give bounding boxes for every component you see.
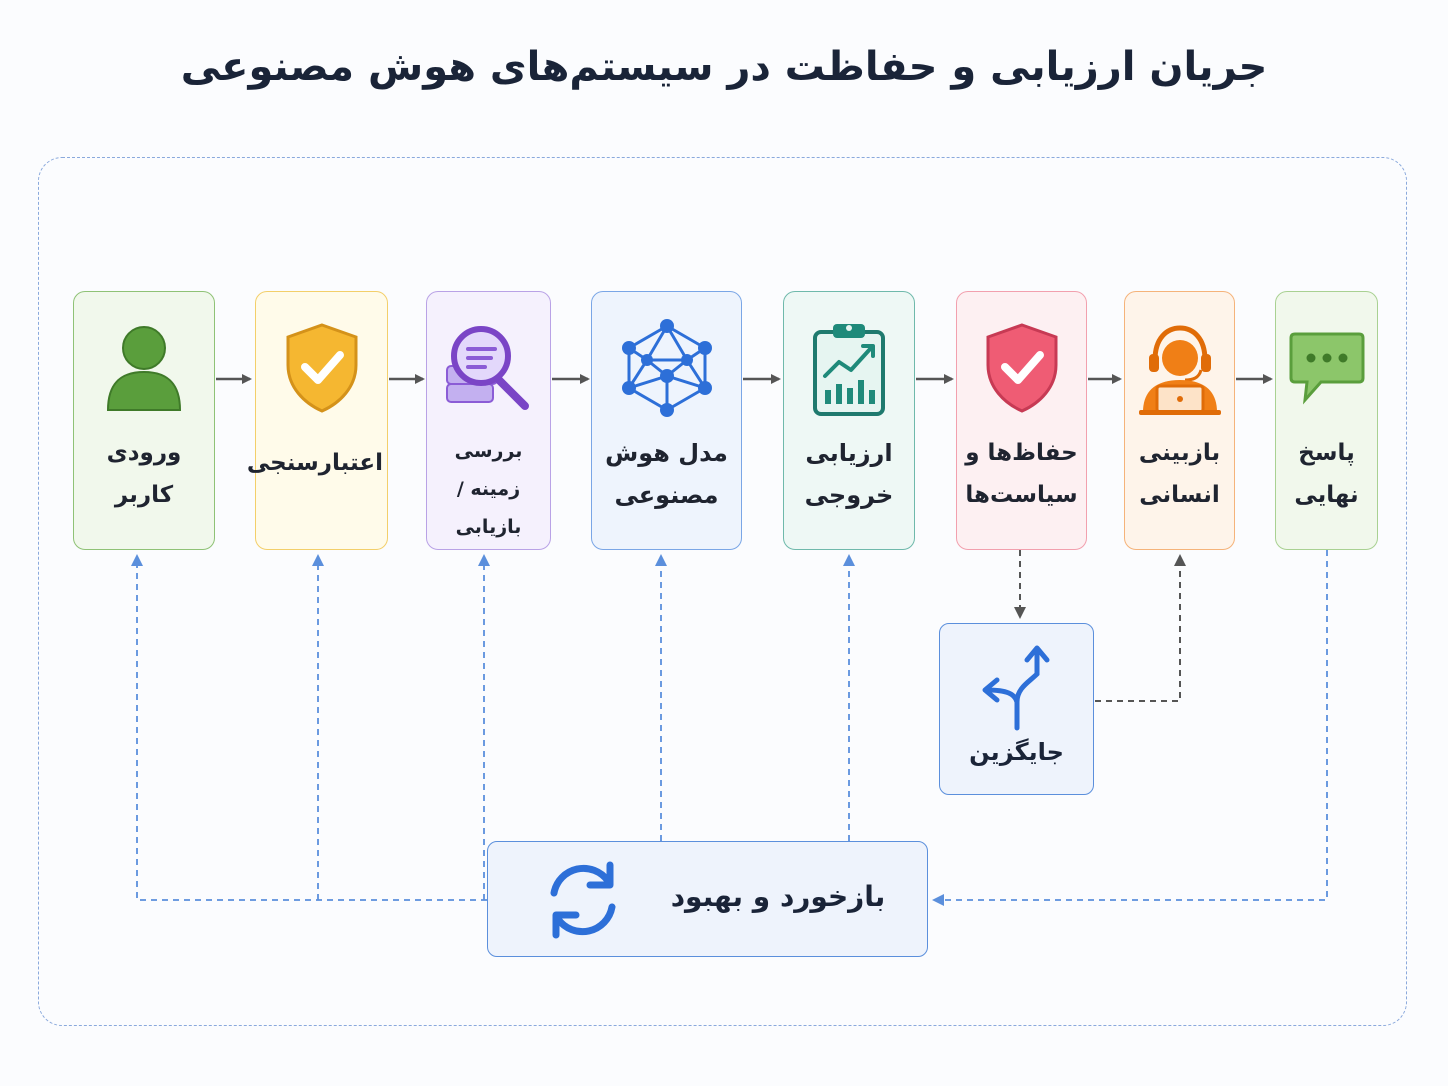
feedback-label: بازخورد و بهبود	[670, 880, 886, 913]
alternative-label: جایگزین	[969, 738, 1064, 766]
step-label-line1: حفاظ‌ها و	[965, 440, 1078, 466]
step-label-line2: خروجی	[804, 481, 894, 509]
step-label-line2: سیاست‌ها	[965, 482, 1078, 508]
clipboard-chart-icon	[813, 324, 885, 416]
outer-frame	[38, 157, 1407, 1026]
step-output-evaluation: ارزیابی خروجی	[783, 291, 915, 550]
feedback-box: بازخورد و بهبود	[487, 841, 928, 957]
step-label-line1: بازبینی	[1138, 440, 1221, 466]
step-user-input: ورودی کاربر	[73, 291, 215, 550]
step-guardrails-policies: حفاظ‌ها و سیاست‌ها	[956, 291, 1087, 550]
step-human-review: بازبینی انسانی	[1124, 291, 1235, 550]
step-validation: اعتبارسنجی	[246, 291, 388, 550]
step-label-line1: ارزیابی	[805, 439, 893, 467]
headset-agent-icon	[1138, 325, 1221, 415]
step-label-line2: مصنوعی	[614, 481, 719, 509]
alternative-to-review-line	[1095, 554, 1186, 702]
step-label-line2: انسانی	[1139, 482, 1220, 508]
step-ai-model: مدل هوش مصنوعی	[591, 291, 742, 550]
step-label-line1: پاسخ	[1298, 440, 1355, 466]
step-label-line2: نهایی	[1294, 482, 1359, 508]
step-context-retrieval: بررسی زمینه / بازیابی	[426, 291, 551, 550]
user-icon	[106, 326, 182, 411]
step-label-line2: بازیابی	[455, 516, 522, 538]
step-label-line1: ورودی	[106, 440, 182, 466]
neural-network-icon	[621, 319, 712, 417]
step-label-line2: کاربر	[114, 482, 174, 508]
step-final-answer: پاسخ نهایی	[1275, 291, 1378, 550]
feedback-to-input-line	[131, 554, 487, 901]
diagram-title: جریان ارزیابی و حفاظت در سیستم‌های هوش م…	[180, 44, 1268, 90]
magnifier-document-icon	[445, 326, 529, 410]
shield-check-icon	[986, 323, 1057, 413]
step-label-line1: بررسی زمینه /	[454, 440, 523, 500]
chat-bubble-icon	[1289, 332, 1364, 405]
shield-check-icon	[286, 323, 357, 413]
step-label-line1: اعتبارسنجی	[246, 450, 383, 476]
alternative-box: جایگزین	[939, 623, 1094, 795]
refresh-icon	[550, 861, 616, 939]
fork-arrows-icon	[982, 645, 1050, 731]
step-label-line1: مدل هوش	[605, 439, 728, 467]
